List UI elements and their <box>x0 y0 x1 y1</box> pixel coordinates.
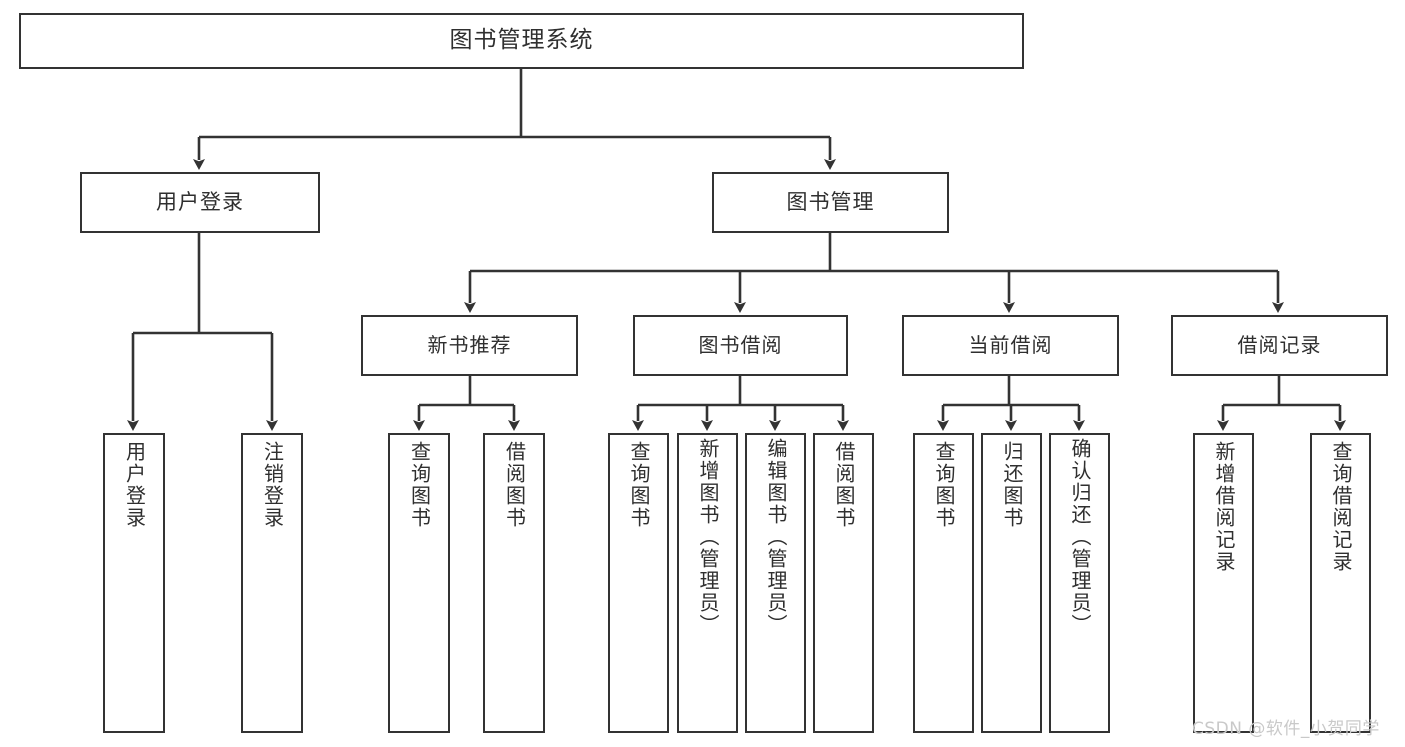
node-book-management[interactable]: 图书管理 <box>712 172 949 233</box>
leaf-query-book-recommend[interactable]: 查询图书 <box>388 433 450 733</box>
leaf-edit-book-admin[interactable]: 编辑图书（管理员） <box>745 433 806 733</box>
leaf-query-book-borrow[interactable]: 查询图书 <box>608 433 669 733</box>
leaf-label: 新增借阅记录 <box>1212 441 1236 573</box>
node-root[interactable]: 图书管理系统 <box>19 13 1024 69</box>
leaf-add-book-admin[interactable]: 新增图书（管理员） <box>677 433 738 733</box>
node-new-book-recommend[interactable]: 新书推荐 <box>361 315 578 376</box>
leaf-add-borrow-record[interactable]: 新增借阅记录 <box>1193 433 1254 733</box>
leaf-label: 新增图书（管理员） <box>696 438 720 636</box>
leaf-borrow-book-recommend[interactable]: 借阅图书 <box>483 433 545 733</box>
watermark: CSDN @软件_小贺同学 <box>1192 719 1380 739</box>
leaf-logout[interactable]: 注销登录 <box>241 433 303 733</box>
leaf-label: 查询借阅记录 <box>1329 441 1353 573</box>
node-borrow-record[interactable]: 借阅记录 <box>1171 315 1388 376</box>
leaf-user-login[interactable]: 用户登录 <box>103 433 165 733</box>
node-current-borrow[interactable]: 当前借阅 <box>902 315 1119 376</box>
node-book-borrow[interactable]: 图书借阅 <box>633 315 848 376</box>
leaf-query-borrow-record[interactable]: 查询借阅记录 <box>1310 433 1371 733</box>
node-user-login[interactable]: 用户登录 <box>80 172 320 233</box>
leaf-return-book[interactable]: 归还图书 <box>981 433 1042 733</box>
leaf-label: 注销登录 <box>260 441 285 529</box>
leaf-label: 查询图书 <box>627 441 651 529</box>
leaf-label: 归还图书 <box>1000 441 1024 529</box>
leaf-label: 借阅图书 <box>832 441 856 529</box>
leaf-label: 查询图书 <box>407 441 432 529</box>
leaf-borrow-book-borrow[interactable]: 借阅图书 <box>813 433 874 733</box>
leaf-confirm-return-admin[interactable]: 确认归还（管理员） <box>1049 433 1110 733</box>
leaf-label: 借阅图书 <box>502 441 527 529</box>
leaf-label: 编辑图书（管理员） <box>764 438 788 636</box>
leaf-query-book-current[interactable]: 查询图书 <box>913 433 974 733</box>
leaf-label: 确认归还（管理员） <box>1068 438 1092 636</box>
leaf-label: 查询图书 <box>932 441 956 529</box>
leaf-label: 用户登录 <box>122 441 147 529</box>
